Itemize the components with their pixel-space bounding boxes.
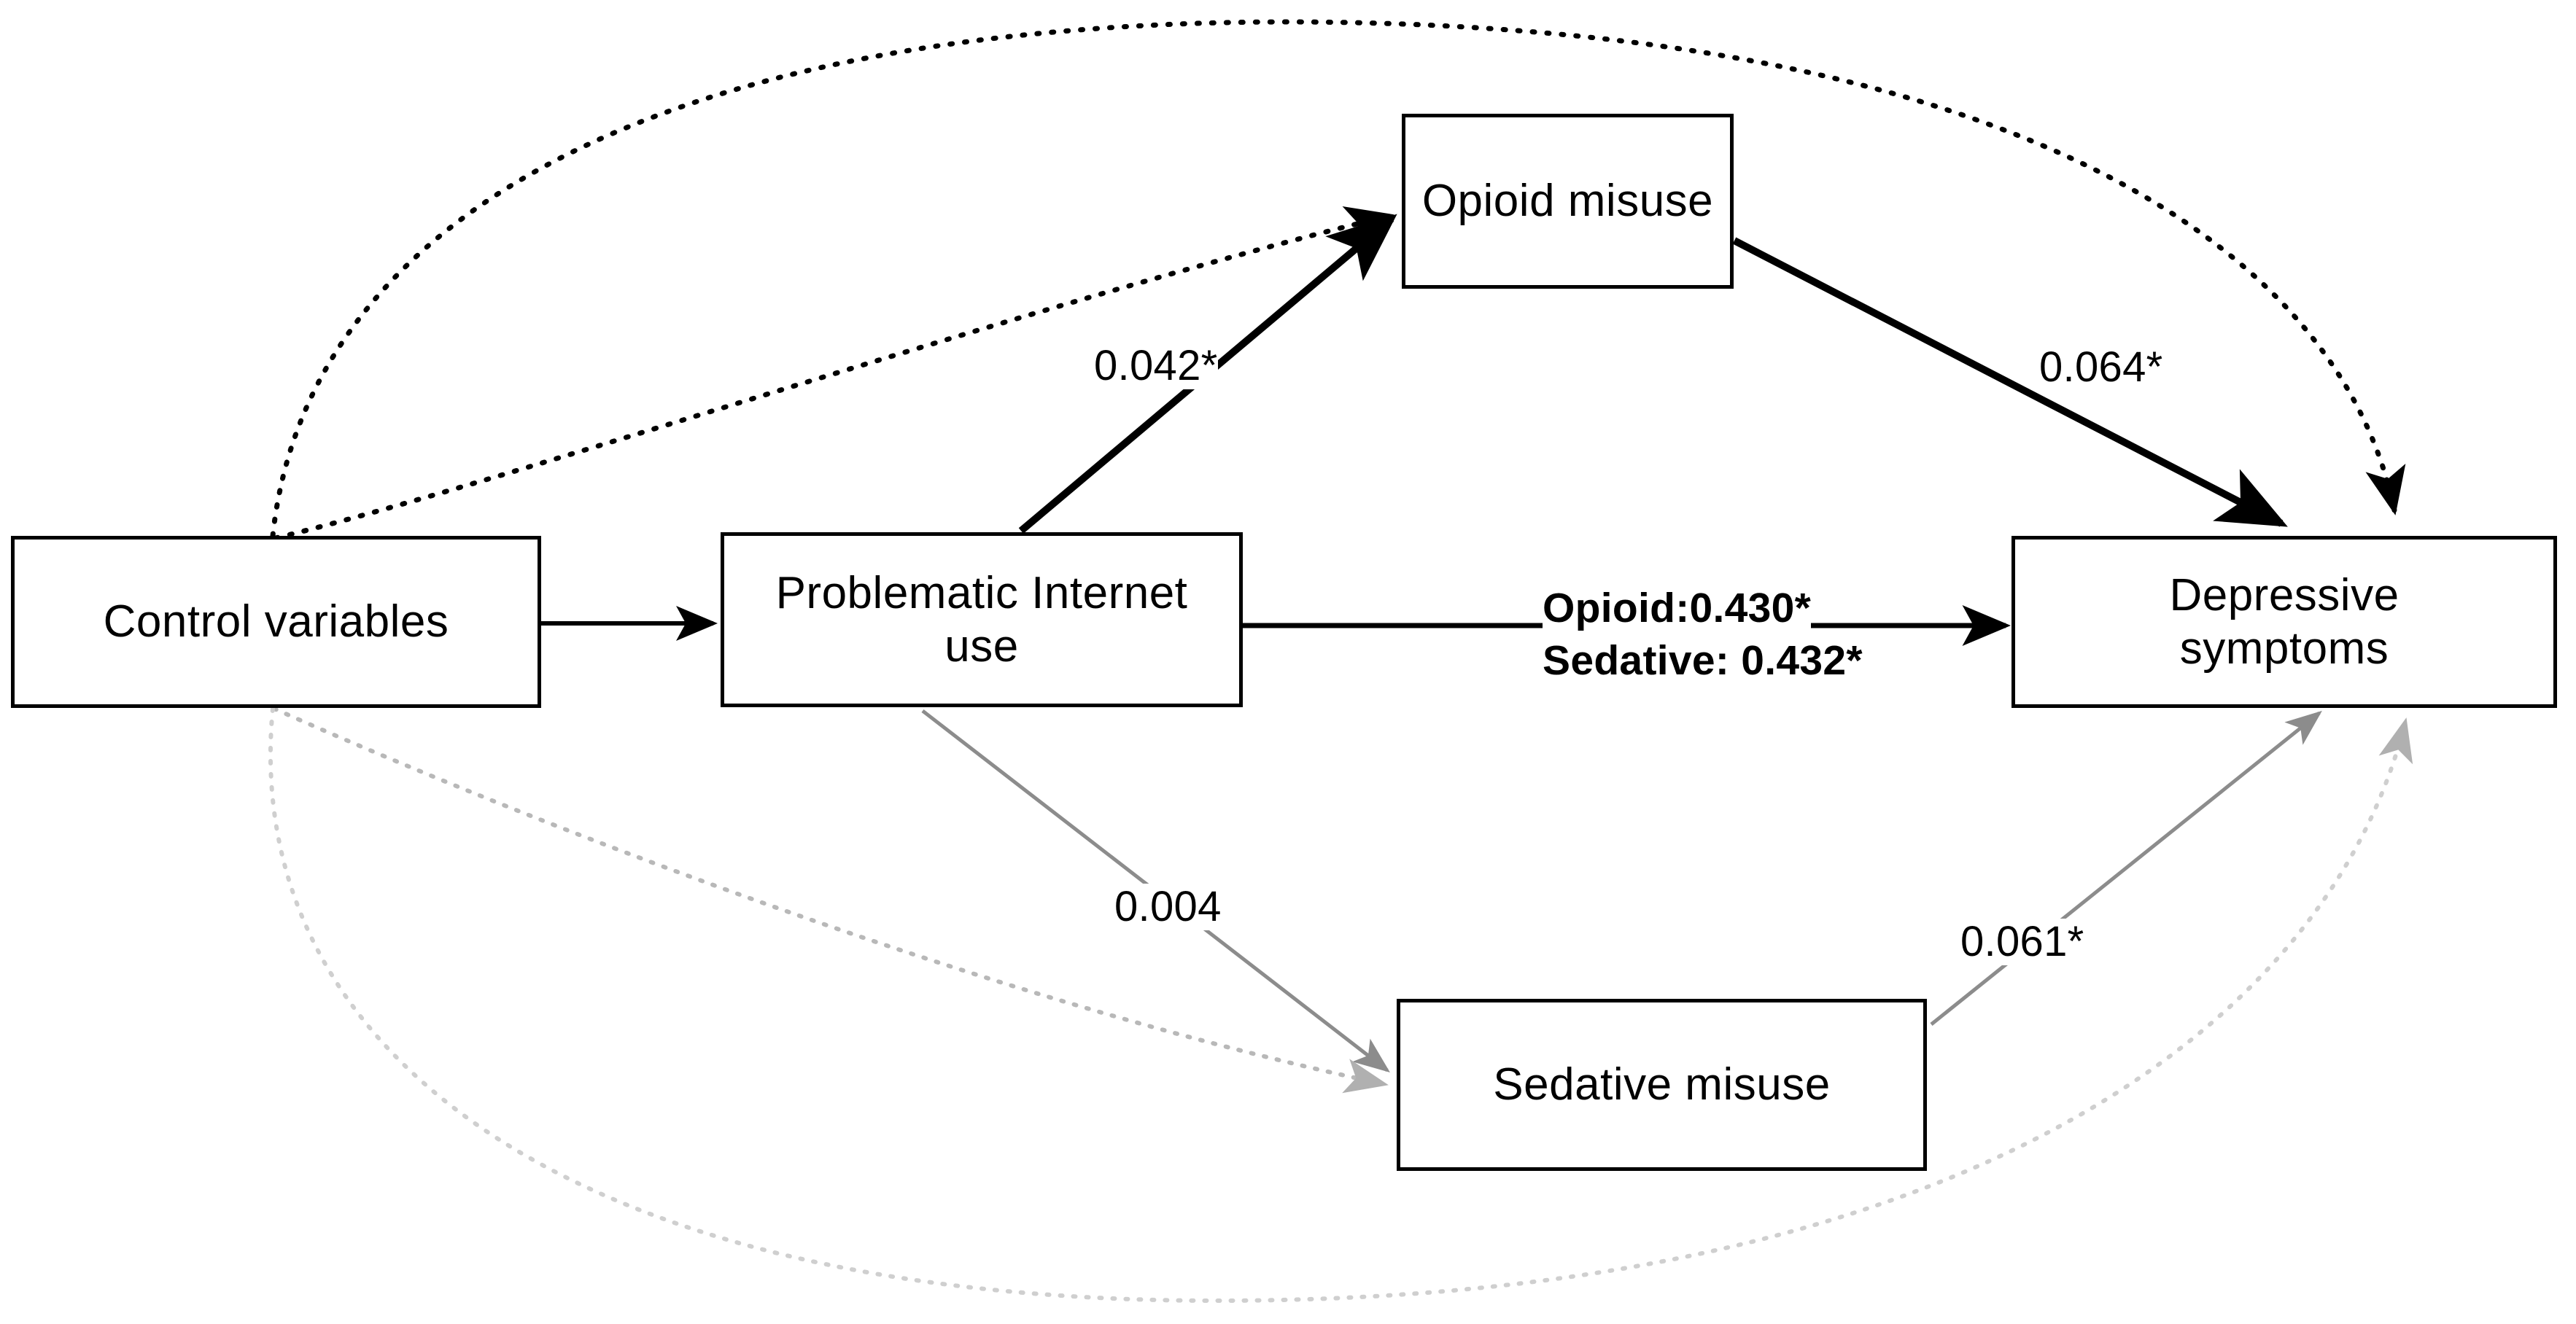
edge-control-to-sedative [272, 706, 1389, 1094]
node-depressive-symptoms-label: Depressive symptoms [2169, 569, 2400, 674]
edge-sedative-to-depressive [1930, 710, 2322, 1026]
node-opioid-misuse-label: Opioid misuse [1421, 176, 1714, 227]
node-control-variables[interactable]: Control variables [11, 536, 541, 708]
edge-control-to-depressive-top [270, 19, 2406, 539]
node-sedative-misuse-label: Sedative misuse [1493, 1059, 1831, 1110]
edge-label-piu-to-depressive-opioid: Opioid:0.430* [1543, 583, 1812, 634]
edge-label-piu-to-sedative: 0.004 [1114, 883, 1222, 930]
edge-control-to-opioid [273, 206, 1394, 541]
node-control-variables-label: Control variables [103, 596, 449, 647]
edge-label-piu-to-opioid: 0.042* [1094, 342, 1218, 389]
node-problematic-internet-use-label: Problematic Internet use [775, 567, 1188, 671]
node-sedative-misuse[interactable]: Sedative misuse [1397, 999, 1927, 1171]
edge-label-opioid-to-depressive: 0.064* [2039, 343, 2163, 391]
edge-opioid-to-depressive [1732, 237, 2288, 527]
node-opioid-misuse[interactable]: Opioid misuse [1402, 114, 1734, 289]
edge-label-piu-to-depressive-sedative: Sedative: 0.432* [1543, 636, 1863, 687]
node-depressive-symptoms[interactable]: Depressive symptoms [2011, 536, 2557, 708]
edge-label-sedative-to-depressive: 0.061* [1960, 918, 2084, 965]
edge-control-to-depressive-bottom [268, 706, 2413, 1304]
node-problematic-internet-use[interactable]: Problematic Internet use [721, 532, 1243, 707]
